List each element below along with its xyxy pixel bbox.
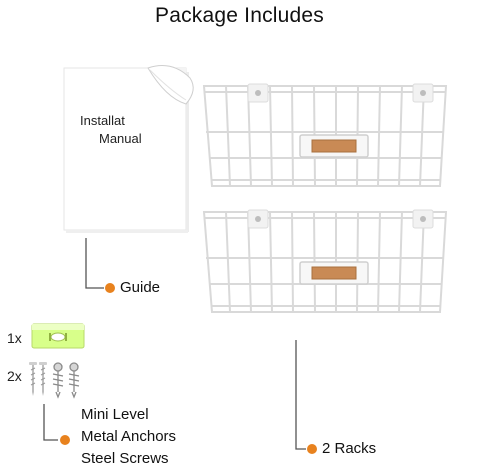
manual-title-line2: Manual [99, 131, 142, 146]
list-item: Metal Anchors [81, 428, 177, 445]
list-item: Mini Level [81, 406, 149, 423]
screws-quantity: 2x [7, 368, 22, 384]
guide-callout [85, 238, 115, 293]
metal-anchor-icon [52, 362, 64, 399]
wire-rack-bottom [202, 209, 448, 313]
manual-title-line1: Installat [80, 113, 125, 128]
hardware-callout [43, 404, 70, 445]
steel-screw-icon [39, 362, 47, 396]
guide-label: Guide [120, 279, 161, 296]
manual-cover-text: Installat Manual [80, 112, 180, 148]
wire-rack-top [202, 83, 448, 187]
installation-manual-image [63, 65, 194, 233]
list-item: Steel Screws [81, 450, 169, 467]
mini-level-image [31, 323, 85, 349]
hardware-list: Mini Level Metal Anchors Steel Screws [81, 404, 176, 470]
racks-callout [295, 340, 317, 454]
steel-screw-icon [29, 362, 37, 396]
racks-label: 2 Racks [322, 440, 377, 457]
level-quantity: 1x [7, 330, 22, 346]
page-title: Package Includes [155, 4, 324, 27]
metal-anchor-icon [68, 362, 80, 399]
